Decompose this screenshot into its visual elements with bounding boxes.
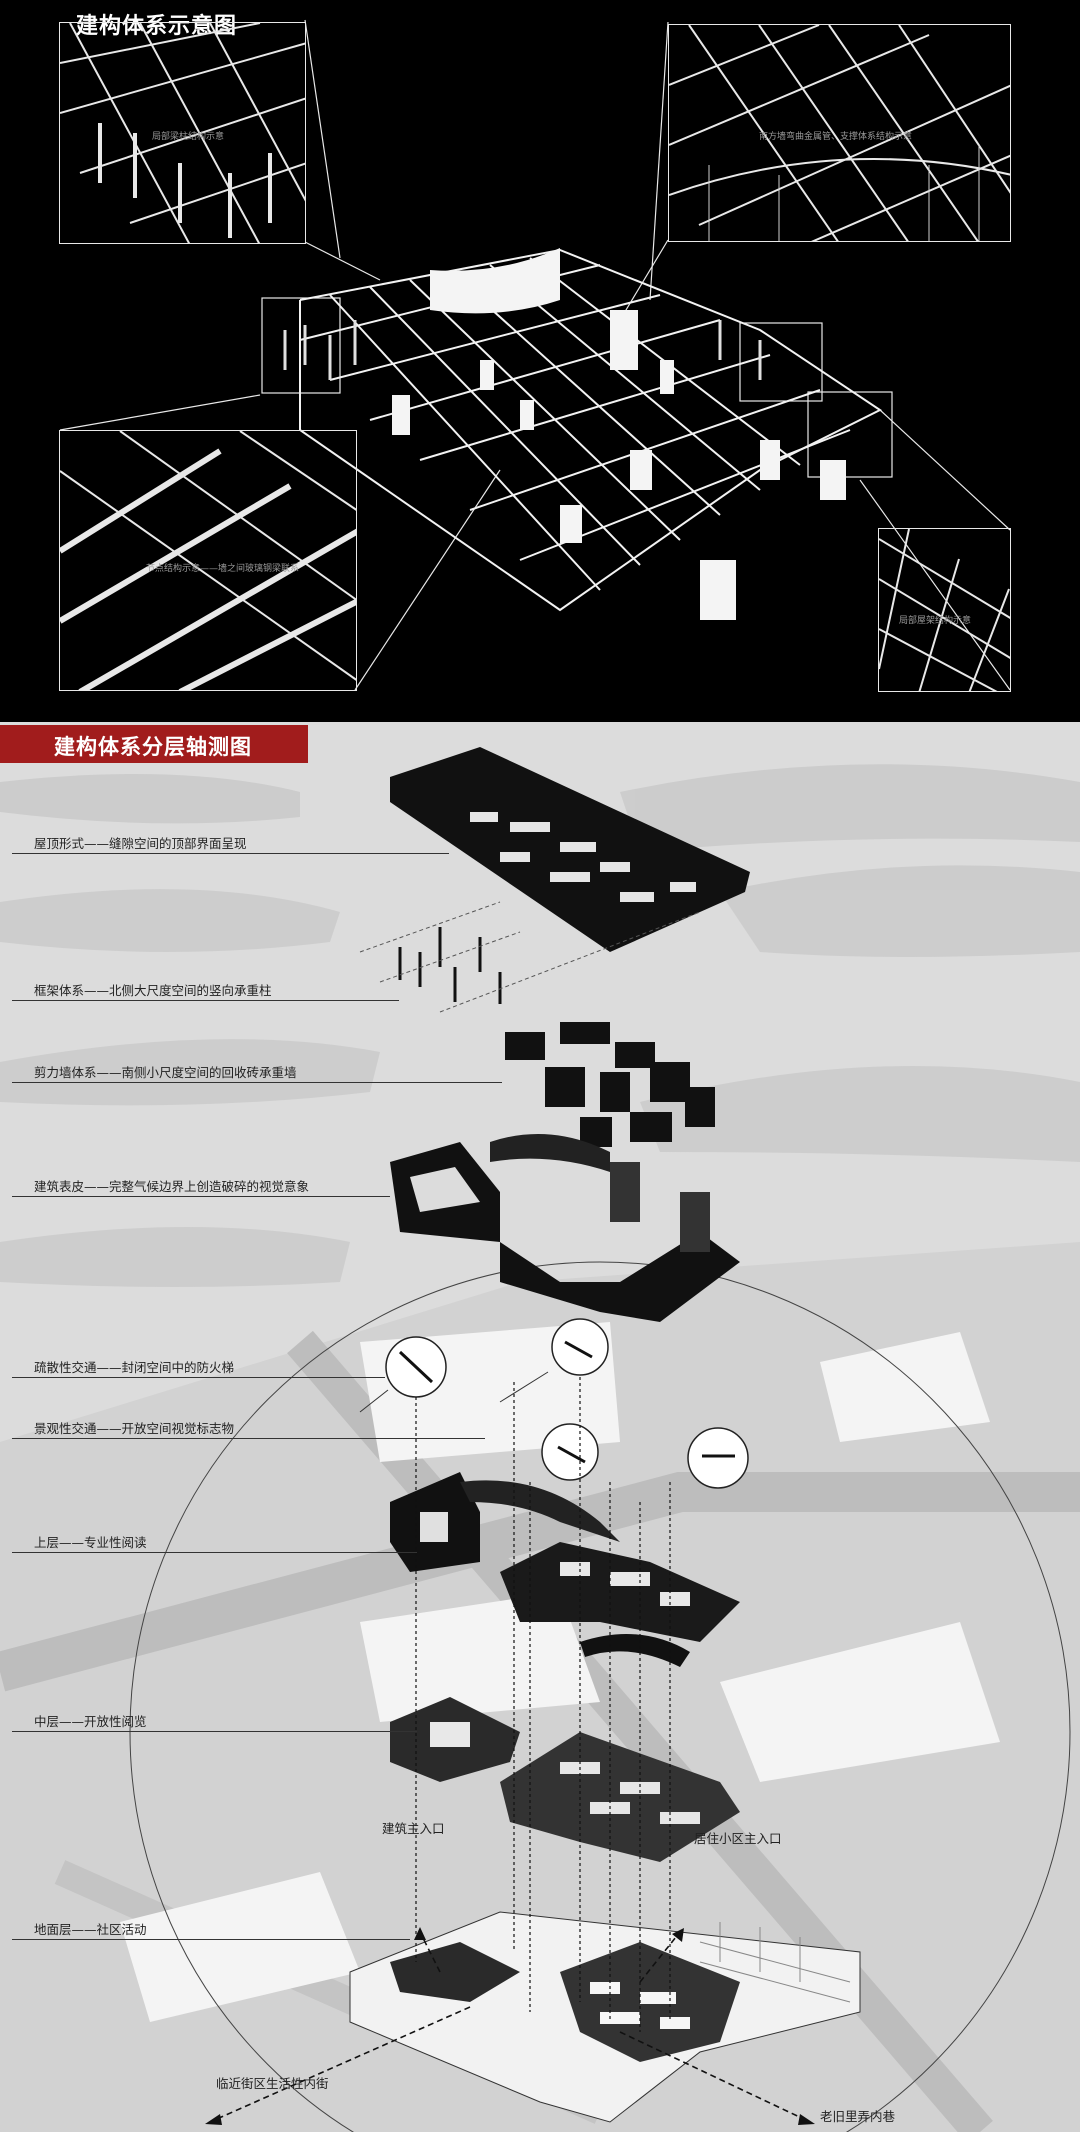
skin-layer xyxy=(390,1134,740,1322)
structure-wireframe xyxy=(59,19,1011,691)
layer-label-middle: 中层——开放性阅览 xyxy=(34,1714,147,1729)
inset-caption: 局部梁柱结构示意 xyxy=(152,132,225,142)
inset-beam-column: 局部梁柱结构示意 xyxy=(59,22,306,244)
leader-line xyxy=(12,1000,399,1001)
leader-line xyxy=(12,1552,417,1553)
label-street-left: 临近街区生活性内街 xyxy=(216,2076,329,2091)
layer-label-ground: 地面层——社区活动 xyxy=(34,1922,147,1937)
label-main-entrance: 建筑主入口 xyxy=(382,1821,445,1836)
inset-caption: 节点结构示意——墙之间玻璃钢梁联系 xyxy=(146,564,300,574)
inset-curved-wall: 南方墙弯曲金属管、支撑体系结构示意 xyxy=(668,24,1011,242)
layer-label-frame: 框架体系——北侧大尺度空间的竖向承重柱 xyxy=(34,983,272,998)
top-panel-title: 建构体系示意图 xyxy=(76,13,238,39)
bottom-title-bar: 建构体系分层轴测图 xyxy=(0,725,308,763)
inset-caption: 局部屋架结构示意 xyxy=(899,616,972,626)
inset-roof-truss: 局部屋架结构示意 xyxy=(878,528,1011,692)
leader-line xyxy=(12,1438,485,1439)
label-street-right: 老旧里弄内巷 xyxy=(820,2109,896,2124)
axonometric-drawing xyxy=(0,747,1080,2132)
inset-roof-truss-drawing xyxy=(879,529,1010,691)
shear-wall-layer xyxy=(505,1022,715,1147)
layer-label-evacuation: 疏散性交通——封闭空间中的防火梯 xyxy=(34,1360,235,1375)
layer-label-upper: 上层——专业性阅读 xyxy=(34,1535,147,1550)
leader-line xyxy=(12,1939,410,1940)
layer-label-shear-wall: 剪力墙体系——南侧小尺度空间的回收砖承重墙 xyxy=(34,1065,297,1080)
inset-curved-wall-drawing xyxy=(669,25,1010,241)
label-residential-entrance: 居住小区主入口 xyxy=(694,1831,782,1846)
layer-label-skin: 建筑表皮——完整气候边界上创造破碎的视觉意象 xyxy=(34,1179,310,1194)
ground-level xyxy=(349,1911,861,2123)
leader-line xyxy=(12,1377,385,1378)
roof-layer xyxy=(390,747,750,952)
inset-node-drawing xyxy=(60,431,356,690)
layer-label-landscape: 景观性交通——开放空间视觉标志物 xyxy=(34,1421,235,1436)
middle-level xyxy=(390,1697,740,1862)
structure-diagram-panel: 建构体系示意图 xyxy=(0,0,1080,722)
bottom-panel-title: 建构体系分层轴测图 xyxy=(54,734,252,759)
layered-axonometric-panel: 建构体系分层轴测图 屋顶形式——缝隙空间的顶部界面呈现 框架体系——北侧大尺度空… xyxy=(0,722,1080,2132)
leader-line xyxy=(12,853,449,854)
inset-node: 节点结构示意——墙之间玻璃钢梁联系 xyxy=(59,430,357,691)
inset-beam-column-drawing xyxy=(60,23,305,243)
leader-line xyxy=(12,1082,502,1083)
layer-label-roof: 屋顶形式——缝隙空间的顶部界面呈现 xyxy=(34,836,247,851)
upper-level xyxy=(390,1472,740,1667)
inset-caption: 南方墙弯曲金属管、支撑体系结构示意 xyxy=(759,132,913,142)
leader-line xyxy=(12,1196,390,1197)
leader-line xyxy=(12,1731,417,1732)
